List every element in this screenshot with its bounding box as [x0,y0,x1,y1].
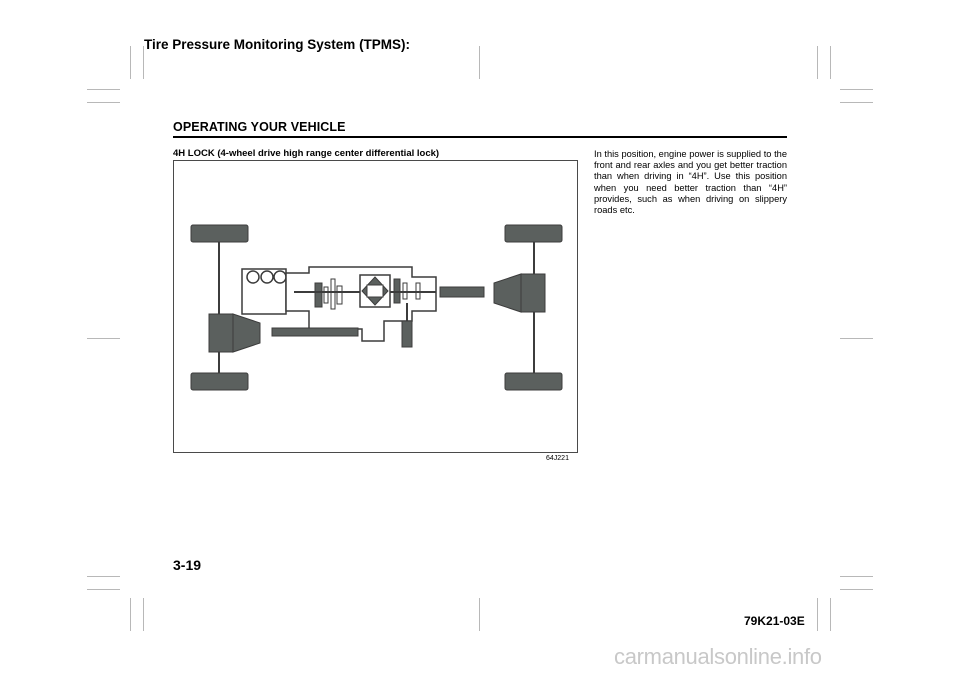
drivetrain-diagram [173,160,578,453]
crop-mark [817,46,818,79]
crop-mark [830,598,831,631]
section-title: OPERATING YOUR VEHICLE [173,120,346,134]
crop-mark [840,589,873,590]
crop-mark [130,46,131,79]
figure-code: 64J221 [546,455,569,462]
front-differential-housing [232,313,261,353]
crop-mark [87,89,120,90]
wheel-front-left [190,224,249,243]
crop-mark [87,338,120,339]
crop-mark [143,46,144,79]
wheel-rear-right [504,372,563,391]
crop-mark [817,598,818,631]
drivetrain-svg [190,224,563,391]
crop-mark [840,89,873,90]
input-gear [314,282,323,308]
crop-mark [87,102,120,103]
rear-differential [520,273,546,313]
wheel-front-right [190,372,249,391]
front-output-gear [401,320,413,348]
running-header: Tire Pressure Monitoring System (TPMS): [144,37,411,52]
section-rule [173,136,787,138]
wheel-rear-left [504,224,563,243]
crop-mark [87,589,120,590]
crop-mark [840,102,873,103]
page-number: 3-19 [173,557,202,573]
rear-propeller-shaft [439,286,485,298]
engine-cylinder-icon [246,270,260,284]
rear-differential-housing [493,273,522,313]
engine-cylinder-icon [260,270,274,284]
engine-cylinder-icon [273,270,287,284]
crop-mark [130,598,131,631]
figure-caption: 4H LOCK (4-wheel drive high range center… [173,148,440,159]
crop-mark [830,46,831,79]
body-paragraph: In this position, engine power is suppli… [594,149,787,216]
front-differential [208,313,234,353]
crop-mark [87,576,120,577]
crop-mark [479,598,480,631]
crop-mark [840,338,873,339]
crop-mark [479,46,480,79]
front-propeller-shaft [271,327,359,337]
document-code: 79K21-03E [744,614,805,628]
watermark[interactable]: carmanualsonline.info [614,644,822,669]
crop-mark [840,576,873,577]
crop-mark [143,598,144,631]
